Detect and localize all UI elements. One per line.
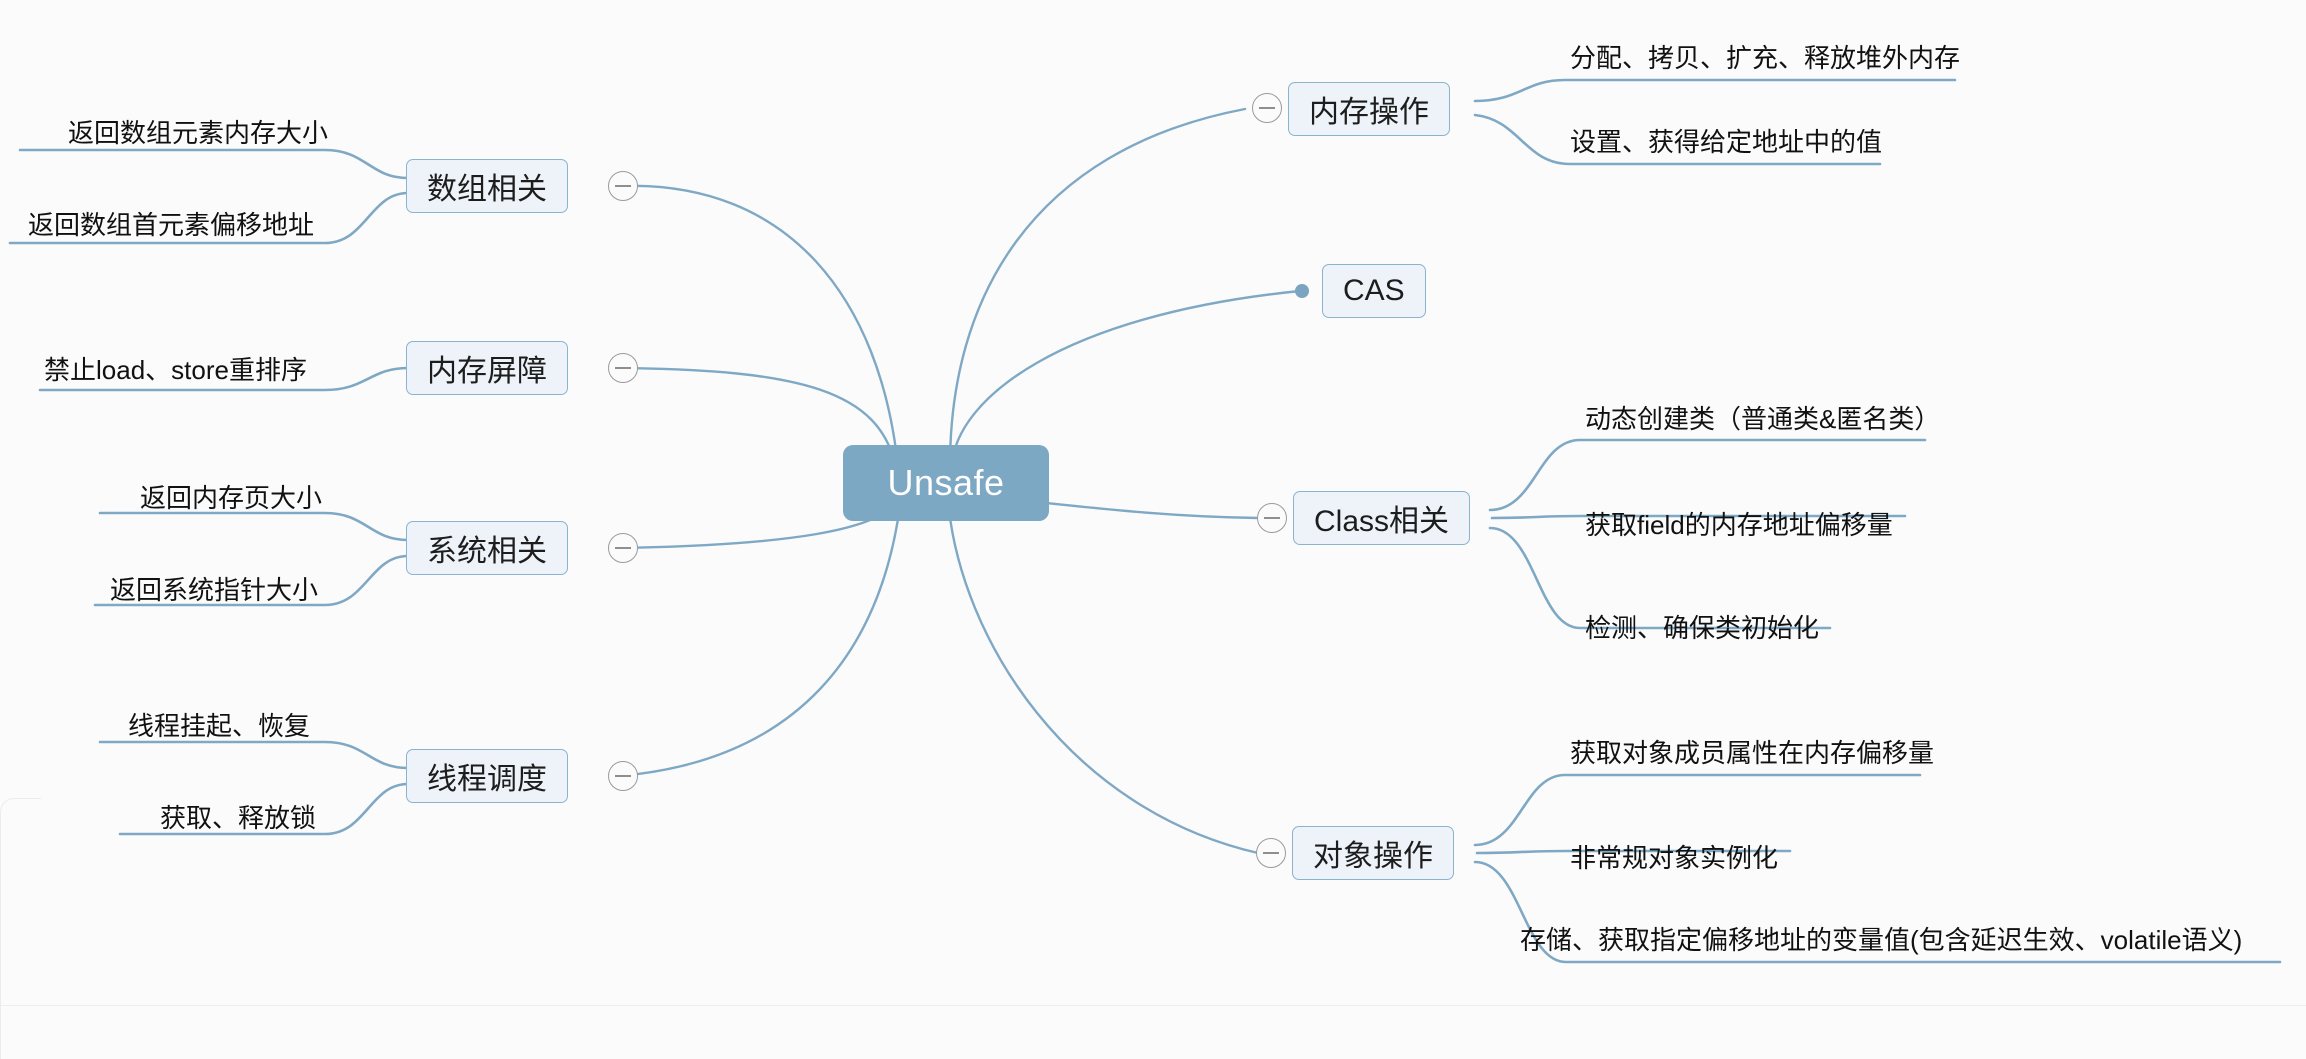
collapse-toggle-memory-barrier[interactable] [608, 353, 638, 383]
leaf-node-system-related-1[interactable]: 返回内存页大小 [140, 483, 323, 513]
mind-map-canvas: Unsafe 内存操作 分配、拷贝、扩充、释放堆外内存 设置、获得给定地址中的值… [0, 43, 2306, 1059]
leaf-node-memory-ops-2[interactable]: 设置、获得给定地址中的值 [1570, 127, 1883, 157]
branch-node-cas[interactable]: CAS [1322, 264, 1426, 318]
root-node-unsafe[interactable]: Unsafe [843, 445, 1049, 521]
branch-node-thread-scheduling[interactable]: 线程调度 [406, 749, 568, 803]
leaf-node-class-related-1[interactable]: 动态创建类（普通类&匿名类） [1585, 404, 1941, 434]
leaf-node-memory-ops-1[interactable]: 分配、拷贝、扩充、释放堆外内存 [1570, 43, 1961, 73]
branch-node-label: CAS [1343, 274, 1405, 307]
branch-node-system-related[interactable]: 系统相关 [406, 521, 568, 575]
branch-node-label: 内存屏障 [427, 355, 547, 388]
collapse-toggle-system-related[interactable] [608, 533, 638, 563]
leaf-node-class-related-2[interactable]: 获取field的内存地址偏移量 [1585, 510, 1893, 540]
leaf-node-thread-scheduling-2[interactable]: 获取、释放锁 [160, 803, 317, 833]
branch-node-label: Class相关 [1314, 505, 1450, 538]
leaf-node-object-ops-1[interactable]: 获取对象成员属性在内存偏移量 [1570, 738, 1935, 768]
branch-node-label: 线程调度 [427, 763, 547, 796]
collapse-toggle-thread-scheduling[interactable] [608, 761, 638, 791]
branch-node-class-related[interactable]: Class相关 [1293, 491, 1471, 545]
canvas-panel-edge [0, 798, 41, 1059]
branch-node-array-related[interactable]: 数组相关 [406, 159, 568, 213]
leaf-node-memory-barrier-1[interactable]: 禁止load、store重排序 [44, 355, 307, 385]
collapse-toggle-array-related[interactable] [608, 171, 638, 201]
branch-node-memory-barrier[interactable]: 内存屏障 [406, 341, 568, 395]
canvas-bottom-divider [0, 1005, 2306, 1006]
leaf-node-class-related-3[interactable]: 检测、确保类初始化 [1585, 613, 1820, 643]
leaf-node-object-ops-2[interactable]: 非常规对象实例化 [1570, 843, 1779, 873]
collapse-toggle-class-related[interactable] [1257, 503, 1287, 533]
branch-node-label: 数组相关 [427, 173, 547, 206]
leaf-node-system-related-2[interactable]: 返回系统指针大小 [110, 575, 319, 605]
root-node-label: Unsafe [887, 462, 1005, 503]
leaf-node-thread-scheduling-1[interactable]: 线程挂起、恢复 [128, 711, 311, 741]
collapse-toggle-object-ops[interactable] [1256, 838, 1286, 868]
collapse-toggle-memory-ops[interactable] [1252, 93, 1282, 123]
branch-node-memory-ops[interactable]: 内存操作 [1288, 82, 1450, 136]
leaf-node-object-ops-3[interactable]: 存储、获取指定偏移地址的变量值(包含延迟生效、volatile语义) [1520, 925, 2243, 955]
bullet-dot-cas[interactable] [1295, 284, 1309, 298]
branch-node-label: 内存操作 [1309, 96, 1429, 129]
branch-node-object-ops[interactable]: 对象操作 [1292, 826, 1454, 880]
connector-edges [8, 78, 2282, 964]
branch-node-label: 对象操作 [1313, 840, 1433, 873]
branch-node-label: 系统相关 [427, 535, 547, 568]
leaf-node-array-related-2[interactable]: 返回数组首元素偏移地址 [28, 210, 315, 240]
leaf-node-array-related-1[interactable]: 返回数组元素内存大小 [68, 118, 329, 148]
